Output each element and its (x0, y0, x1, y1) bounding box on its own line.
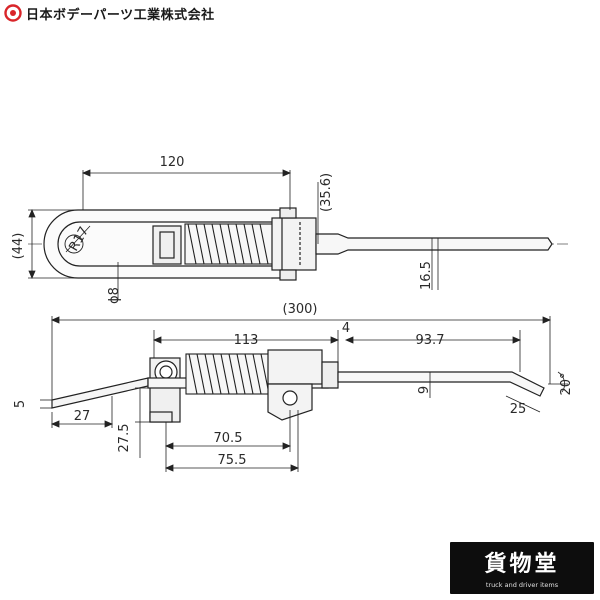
clamp-top (279, 207, 297, 219)
rod-side (337, 371, 545, 397)
spring-side (185, 353, 271, 395)
store-name: 貨物堂 (484, 551, 560, 577)
radius-leader (65, 225, 91, 253)
dim-bracket-outer-label: 75.5 (218, 453, 247, 468)
target-ring-logo-icon (4, 4, 22, 22)
dim-gap-label: 4 (342, 321, 350, 336)
dim-rod-label: 93.7 (416, 333, 445, 348)
dim-offset-label: (35.6) (319, 173, 334, 212)
dim-rod-diameter-label: 16.5 (419, 261, 434, 290)
side-view-dimension-lines (40, 316, 568, 472)
top-view (28, 207, 568, 281)
rod-top (315, 233, 553, 255)
clamp-bottom (279, 269, 297, 281)
sleeve-side (267, 349, 323, 385)
top-view-dimension-lines (28, 169, 439, 300)
dim-rod-height-label: 9 (417, 386, 432, 394)
pin-circle (64, 234, 84, 254)
dim-tip-length-label: 25 (510, 402, 527, 417)
dim-height-label: (44) (11, 233, 26, 260)
handle-side (51, 377, 149, 409)
dim-length-label: 120 (160, 155, 185, 170)
dim-pin-diameter-label: ϕ8 (107, 287, 122, 304)
dim-overall-label: (300) (283, 302, 318, 317)
brand-header: 日本ボデーパーツ工業株式会社 (4, 2, 215, 24)
store-badge: 貨物堂 truck and driver items (450, 542, 594, 594)
u-loop-inner (57, 221, 280, 267)
dim-body-label: 113 (234, 333, 259, 348)
dim-tip-angle-label: 20° (559, 372, 574, 395)
dim-bracket-height-label: 27.5 (117, 424, 132, 453)
dim-bracket-inner-label: 70.5 (214, 431, 243, 446)
dim-handle-length-label: 27 (74, 409, 91, 424)
store-tagline: truck and driver items (485, 581, 559, 589)
lever-pin (282, 390, 298, 406)
brand-name: 日本ボデーパーツ工業株式会社 (26, 7, 215, 23)
sleeve-top (271, 217, 317, 271)
dim-handle-drop-label: 5 (13, 400, 28, 408)
side-view (51, 349, 545, 423)
spring-top (184, 223, 274, 265)
guide-plate-left-inner (159, 231, 175, 259)
